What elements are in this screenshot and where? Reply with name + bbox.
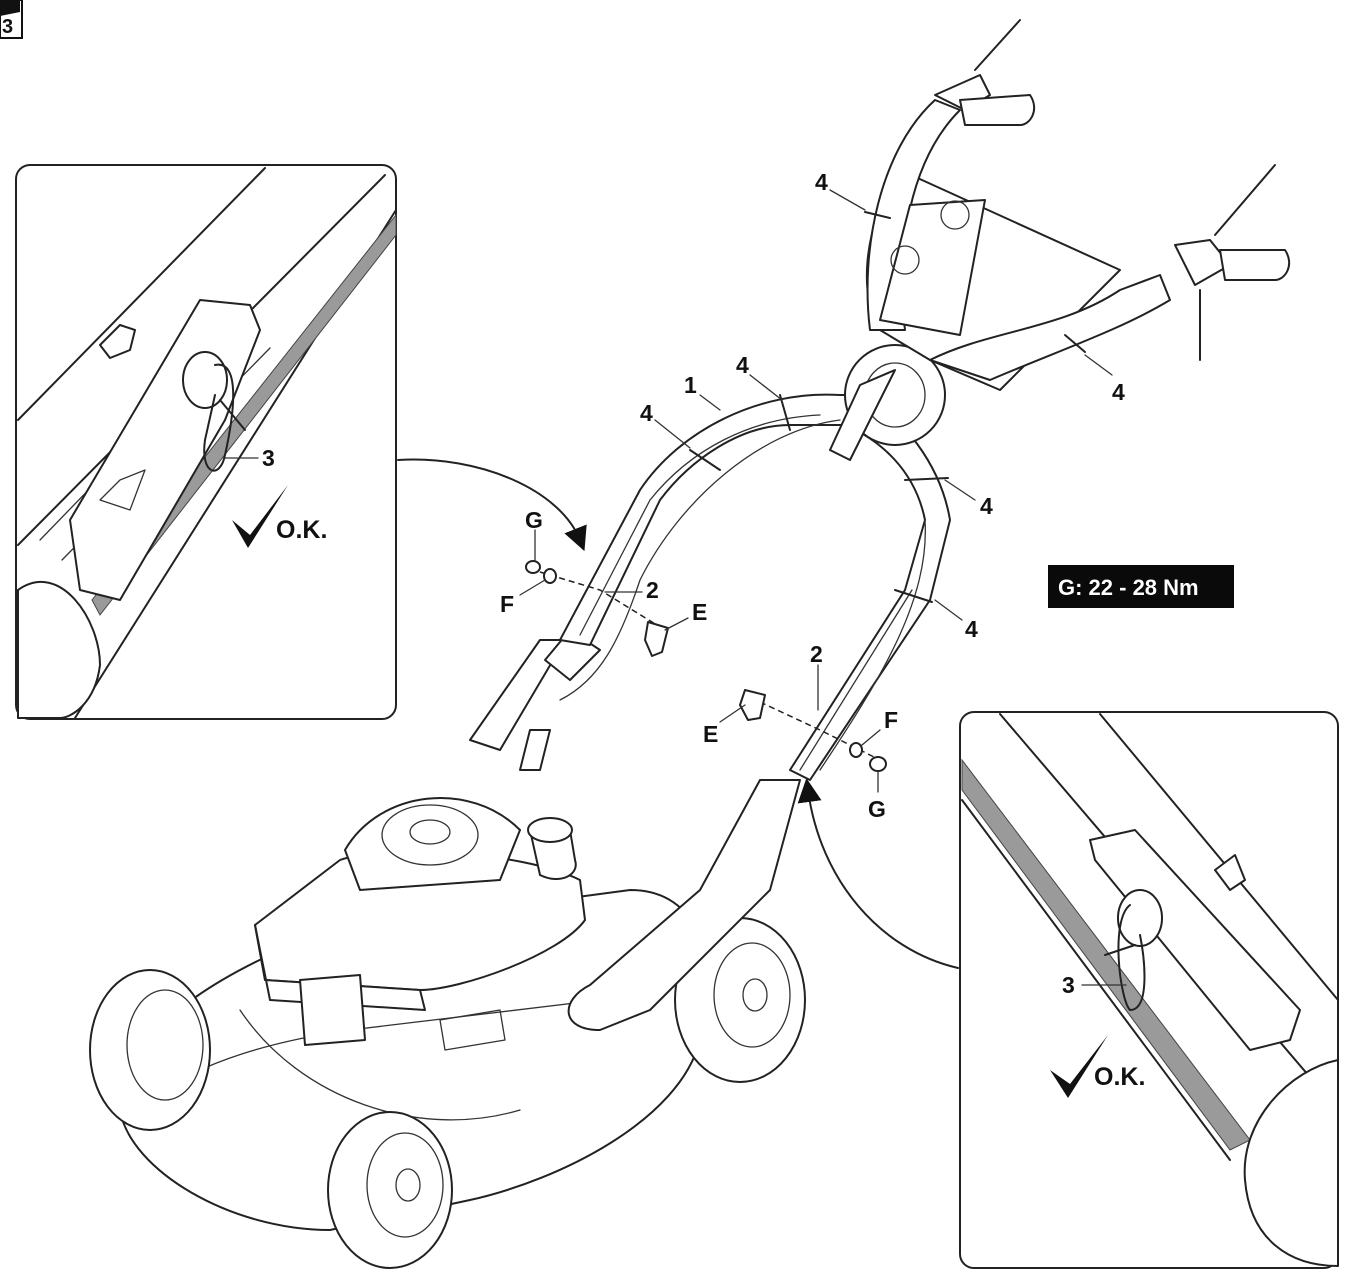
label-washer-right: F (884, 707, 898, 733)
detail-inset-right: 3 O.K. (959, 711, 1339, 1269)
label-nut-right: G (868, 796, 886, 822)
clip-label-right: 3 (1062, 972, 1075, 998)
fasteners-left (525, 560, 669, 657)
label-nut-left: G (525, 507, 543, 533)
label-tie-f: 4 (1112, 379, 1125, 405)
pointer-arrow-right (797, 778, 959, 969)
checkmark-icon (232, 485, 288, 548)
ok-label-left: O.K. (276, 516, 327, 544)
label-handle-bar: 1 (684, 372, 697, 398)
fasteners-right (739, 689, 887, 772)
page-marker-number: 3 (2, 16, 13, 38)
ok-label-right: O.K. (1094, 1063, 1145, 1091)
lawn-mower (89, 19, 1291, 1269)
label-tie-c: 4 (980, 493, 993, 519)
torque-spec-text: G: 22 - 28 Nm (1058, 575, 1199, 600)
label-tie-a: 4 (736, 352, 749, 378)
label-screw-left: E (692, 599, 707, 625)
label-tie-d: 4 (965, 616, 978, 642)
callout-labels: 1 2 2 4 4 4 4 4 4 E E F F G G (500, 169, 1125, 822)
torque-spec-badge: G: 22 - 28 Nm (1048, 565, 1234, 608)
label-washer-left: F (500, 591, 514, 617)
detail-inset-left: 3 O.K. (15, 164, 397, 720)
pointer-arrow-left (397, 458, 587, 552)
label-screw-right: E (703, 721, 718, 747)
checkmark-icon (1050, 1035, 1108, 1098)
label-tie-b: 4 (640, 400, 653, 426)
label-lower-tube-right: 2 (810, 641, 823, 667)
page-marker: 3 (0, 0, 23, 39)
label-tie-e: 4 (815, 169, 828, 195)
label-lower-tube-left: 2 (646, 577, 659, 603)
clip-label-left: 3 (262, 445, 275, 471)
